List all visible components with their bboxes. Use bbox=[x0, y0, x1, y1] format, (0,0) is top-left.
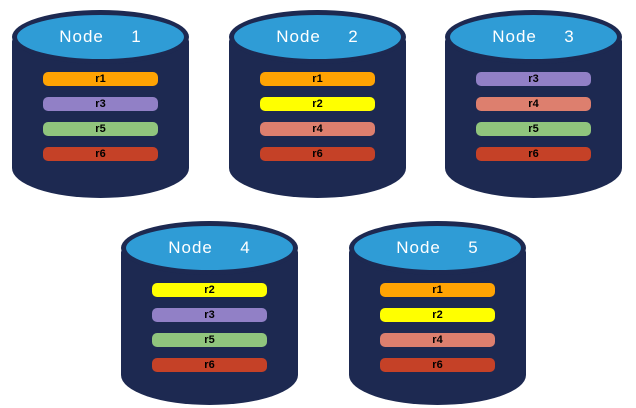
cylinder-top: Node 4 bbox=[121, 221, 298, 275]
node-title: Node 3 bbox=[492, 27, 575, 46]
partition-bar: r5 bbox=[476, 122, 591, 136]
partition-bar: r1 bbox=[260, 72, 375, 86]
partition-label: r6 bbox=[95, 147, 106, 160]
partition-bar: r4 bbox=[260, 122, 375, 136]
partition-label: r6 bbox=[528, 147, 539, 160]
partition-label: r6 bbox=[312, 147, 323, 160]
partition-label: r3 bbox=[204, 308, 215, 321]
partition-list: r1 r2 r4 r6 bbox=[349, 283, 526, 372]
partition-label: r2 bbox=[432, 308, 443, 321]
cylinder-top: Node 3 bbox=[445, 10, 622, 64]
node-cylinder-3: Node 3 r3 r4 r5 r6 bbox=[445, 10, 622, 198]
partition-bar: r1 bbox=[380, 283, 495, 297]
partition-bar: r4 bbox=[476, 97, 591, 111]
node-title: Node 1 bbox=[59, 27, 142, 46]
cylinder-top: Node 5 bbox=[349, 221, 526, 275]
partition-label: r4 bbox=[528, 97, 539, 110]
partition-label: r6 bbox=[204, 358, 215, 371]
partition-label: r5 bbox=[204, 333, 215, 346]
partition-bar: r1 bbox=[43, 72, 158, 86]
partition-bar: r3 bbox=[476, 72, 591, 86]
node-title: Node 2 bbox=[276, 27, 359, 46]
partition-bar: r6 bbox=[380, 358, 495, 372]
partition-label: r3 bbox=[95, 97, 106, 110]
partition-bar: r6 bbox=[260, 147, 375, 161]
partition-list: r1 r2 r4 r6 bbox=[229, 72, 406, 161]
partition-label: r3 bbox=[528, 72, 539, 85]
partition-bar: r5 bbox=[152, 333, 267, 347]
partition-label: r5 bbox=[95, 122, 106, 135]
node-cylinder-5: Node 5 r1 r2 r4 r6 bbox=[349, 221, 526, 405]
partition-label: r6 bbox=[432, 358, 443, 371]
partition-list: r1 r3 r5 r6 bbox=[12, 72, 189, 161]
node-title: Node 4 bbox=[168, 238, 251, 257]
partition-bar: r2 bbox=[152, 283, 267, 297]
node-cylinder-1: Node 1 r1 r3 r5 r6 bbox=[12, 10, 189, 198]
partition-label: r4 bbox=[312, 122, 323, 135]
partition-bar: r4 bbox=[380, 333, 495, 347]
cylinder-top: Node 1 bbox=[12, 10, 189, 64]
partition-list: r3 r4 r5 r6 bbox=[445, 72, 622, 161]
partition-bar: r6 bbox=[476, 147, 591, 161]
node-title: Node 5 bbox=[396, 238, 479, 257]
partition-label: r2 bbox=[204, 283, 215, 296]
partition-label: r5 bbox=[528, 122, 539, 135]
node-cylinder-4: Node 4 r2 r3 r5 r6 bbox=[121, 221, 298, 405]
partition-label: r2 bbox=[312, 97, 323, 110]
partition-bar: r3 bbox=[43, 97, 158, 111]
node-cylinder-2: Node 2 r1 r2 r4 r6 bbox=[229, 10, 406, 198]
cylinder-top: Node 2 bbox=[229, 10, 406, 64]
partition-bar: r6 bbox=[43, 147, 158, 161]
partition-label: r1 bbox=[432, 283, 443, 296]
partition-bar: r5 bbox=[43, 122, 158, 136]
partition-bar: r3 bbox=[152, 308, 267, 322]
partition-bar: r6 bbox=[152, 358, 267, 372]
partition-label: r4 bbox=[432, 333, 443, 346]
partition-bar: r2 bbox=[260, 97, 375, 111]
partition-label: r1 bbox=[312, 72, 323, 85]
partition-list: r2 r3 r5 r6 bbox=[121, 283, 298, 372]
partition-label: r1 bbox=[95, 72, 106, 85]
partition-bar: r2 bbox=[380, 308, 495, 322]
